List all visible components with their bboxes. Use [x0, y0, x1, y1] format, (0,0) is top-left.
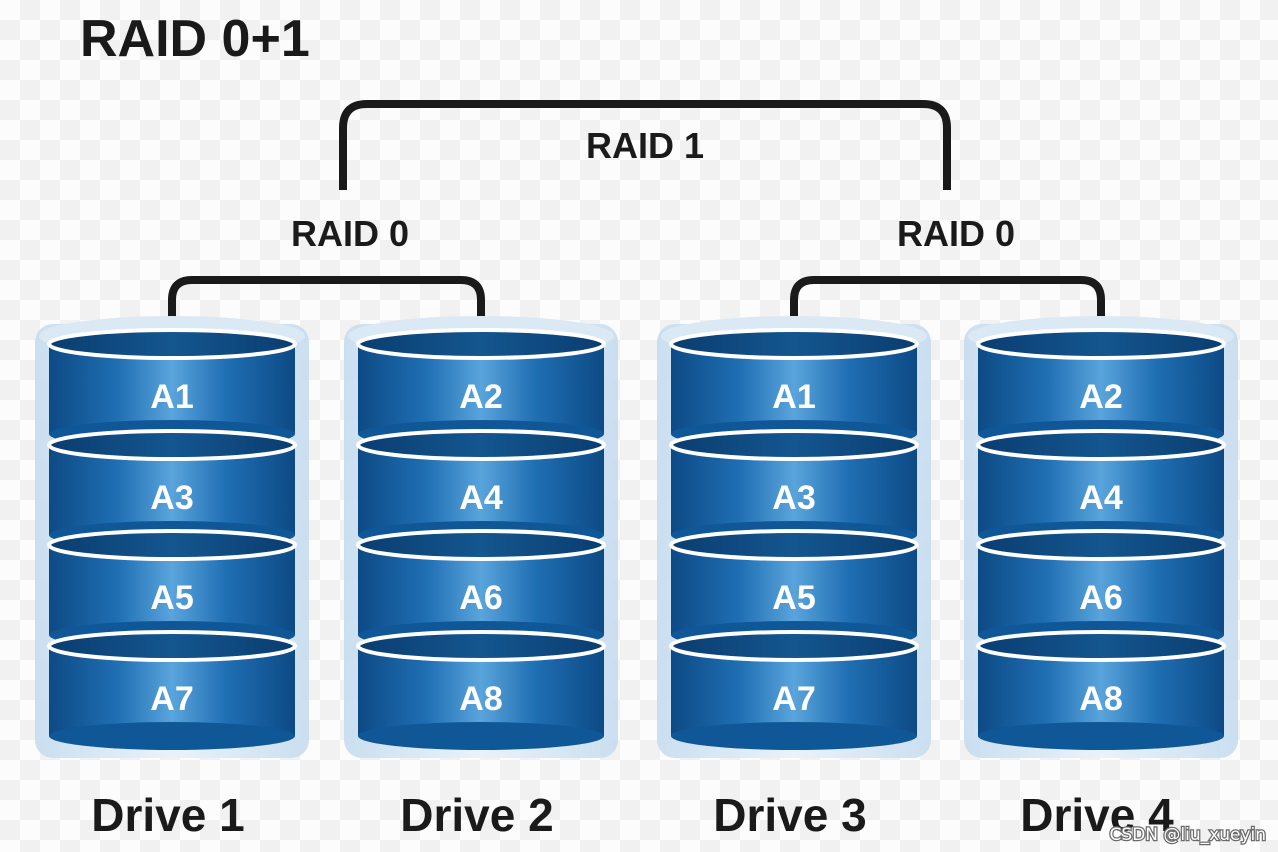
disk-block-top: [356, 630, 606, 662]
raid0-label-right: RAID 0: [897, 213, 1015, 254]
disk-block-bottom: [49, 722, 295, 750]
block-label: A6: [1079, 579, 1122, 617]
block-label: A7: [772, 680, 815, 718]
block-label: A4: [1079, 479, 1123, 517]
disk-block-top: [976, 429, 1226, 461]
diagram-title: RAID 0+1: [80, 10, 310, 68]
watermark: CSDN @liu_xueyin: [1110, 825, 1266, 845]
disk-block-top: [356, 529, 606, 561]
raid0-connector-right: [790, 276, 1105, 355]
connector-lines: [168, 100, 1105, 355]
block-label: A7: [150, 680, 193, 718]
block-label: A4: [459, 479, 503, 517]
raid0-label-left: RAID 0: [291, 213, 409, 254]
disk-block-bottom: [358, 722, 604, 750]
block-label: A8: [459, 680, 502, 718]
block-label: A1: [150, 378, 193, 416]
disk-block-top: [356, 328, 606, 360]
block-label: A1: [772, 378, 815, 416]
raid1-connector: [339, 100, 951, 190]
drive-label: Drive 1: [91, 789, 244, 841]
block-label: A2: [1079, 378, 1122, 416]
block-label: A5: [772, 579, 815, 617]
disk-block-top: [356, 429, 606, 461]
block-label: A3: [150, 479, 193, 517]
disk-block-top: [976, 529, 1226, 561]
disk-block-bottom: [978, 722, 1224, 750]
disk-block-top: [976, 630, 1226, 662]
disk-block-top: [47, 429, 297, 461]
disk-block-top: [47, 529, 297, 561]
disk-block-top: [47, 630, 297, 662]
drive-label: Drive 4: [1020, 789, 1174, 841]
disk-block: A8: [976, 630, 1226, 750]
disk-block-top: [669, 429, 919, 461]
block-label: A2: [459, 378, 502, 416]
disk-block-top: [47, 328, 297, 360]
disk-block-top: [669, 630, 919, 662]
disk-block: A7: [47, 630, 297, 750]
disk-block: A8: [356, 630, 606, 750]
disk-block-top: [669, 328, 919, 360]
block-label: A8: [1079, 680, 1122, 718]
disk-block-bottom: [671, 722, 917, 750]
disk-block: A4: [976, 429, 1226, 549]
block-label: A5: [150, 579, 193, 617]
drive-label: Drive 3: [713, 789, 866, 841]
raid0-connector-left: [168, 276, 485, 355]
raid1-label: RAID 1: [586, 125, 704, 166]
drive-label: Drive 2: [400, 789, 553, 841]
disk-block: A7: [669, 630, 919, 750]
block-label: A3: [772, 479, 815, 517]
disk-block-top: [976, 328, 1226, 360]
block-label: A6: [459, 579, 502, 617]
disk-block: A1: [47, 328, 297, 448]
disk-block-top: [669, 529, 919, 561]
disk-block: A2: [356, 328, 606, 448]
